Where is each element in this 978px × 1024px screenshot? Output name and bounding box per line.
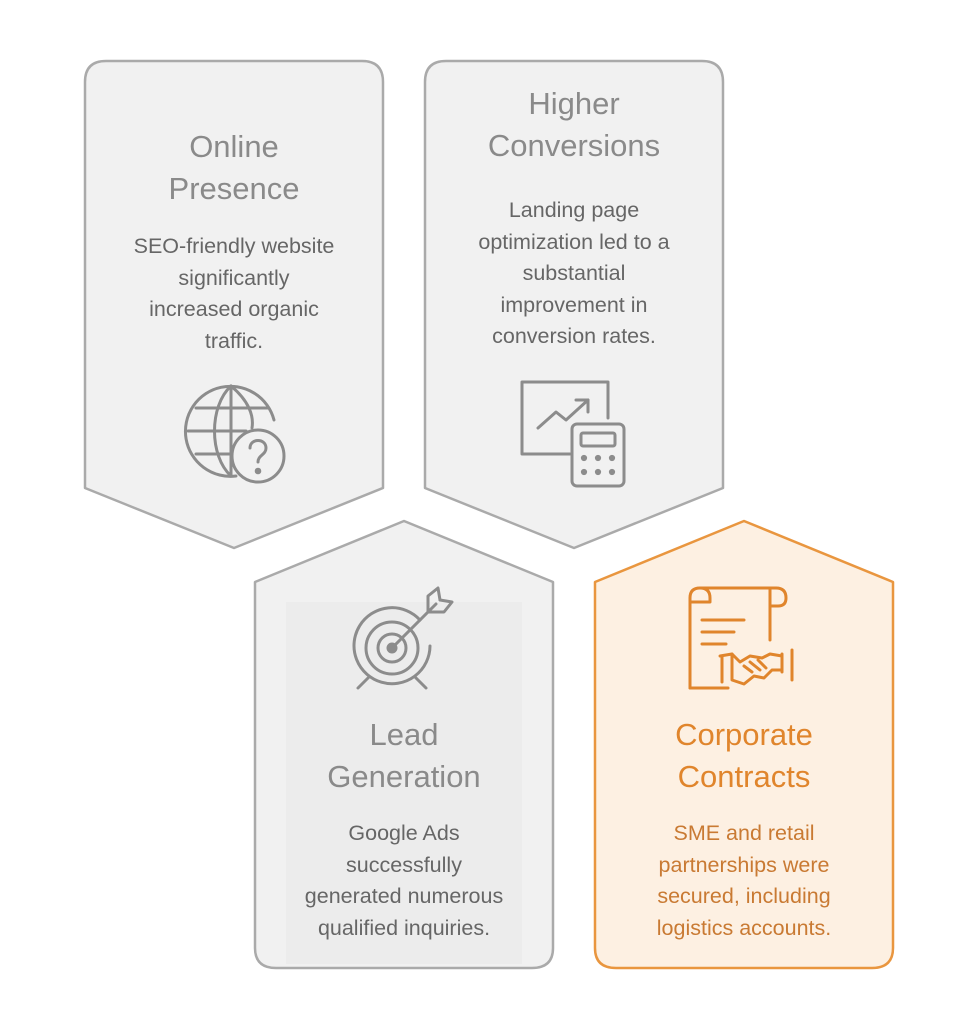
chart-calculator-icon <box>520 380 626 488</box>
card-title-line: Online <box>189 129 279 164</box>
card-description-line: substantial <box>522 261 626 285</box>
card-lead-generation: Lead Generation Google Ads successfully … <box>253 519 555 970</box>
card-title-line: Lead <box>369 717 439 752</box>
card-online-presence: Online Presence SEO-friendly website sig… <box>83 59 385 550</box>
card-title-line: Presence <box>168 171 300 206</box>
card-title-line: Corporate <box>675 717 813 752</box>
card-description-line: SEO-friendly website <box>133 234 335 258</box>
card-corporate-contracts: Corporate Contracts SME and retail partn… <box>593 519 895 970</box>
globe-question-icon <box>183 384 286 484</box>
card-description-line: generated numerous <box>304 884 504 908</box>
card-shape <box>593 519 895 970</box>
card-description-line: logistics accounts. <box>656 915 832 940</box>
card-description-line: partnerships were <box>658 852 830 877</box>
card-description-line: conversion rates. <box>492 324 656 348</box>
contract-handshake-icon <box>688 586 794 690</box>
card-description-line: improvement in <box>500 292 648 317</box>
card-description-line: successfully <box>346 852 462 877</box>
card-description-line: qualified inquiries. <box>317 915 491 940</box>
card-description-line: Landing page <box>508 198 640 222</box>
card-description-line: optimization led to a <box>478 229 670 254</box>
card-shape <box>423 59 725 550</box>
card-title-line: Higher <box>528 86 620 121</box>
card-description-line: secured, including <box>657 884 831 908</box>
target-arrow-icon <box>352 586 454 690</box>
card-description-line: significantly <box>178 265 290 290</box>
card-shape <box>83 59 385 550</box>
card-description-line: SME and retail <box>673 821 815 845</box>
card-shape <box>253 519 555 970</box>
card-title-line: Contracts <box>677 759 811 794</box>
card-description-line: increased organic <box>149 297 319 321</box>
card-description-line: Google Ads <box>348 821 460 845</box>
card-title-line: Conversions <box>487 128 661 163</box>
card-title-line: Generation <box>327 759 481 794</box>
card-higher-conversions: Higher Conversions Landing page optimiza… <box>423 59 725 550</box>
card-description-line: traffic. <box>204 328 264 353</box>
